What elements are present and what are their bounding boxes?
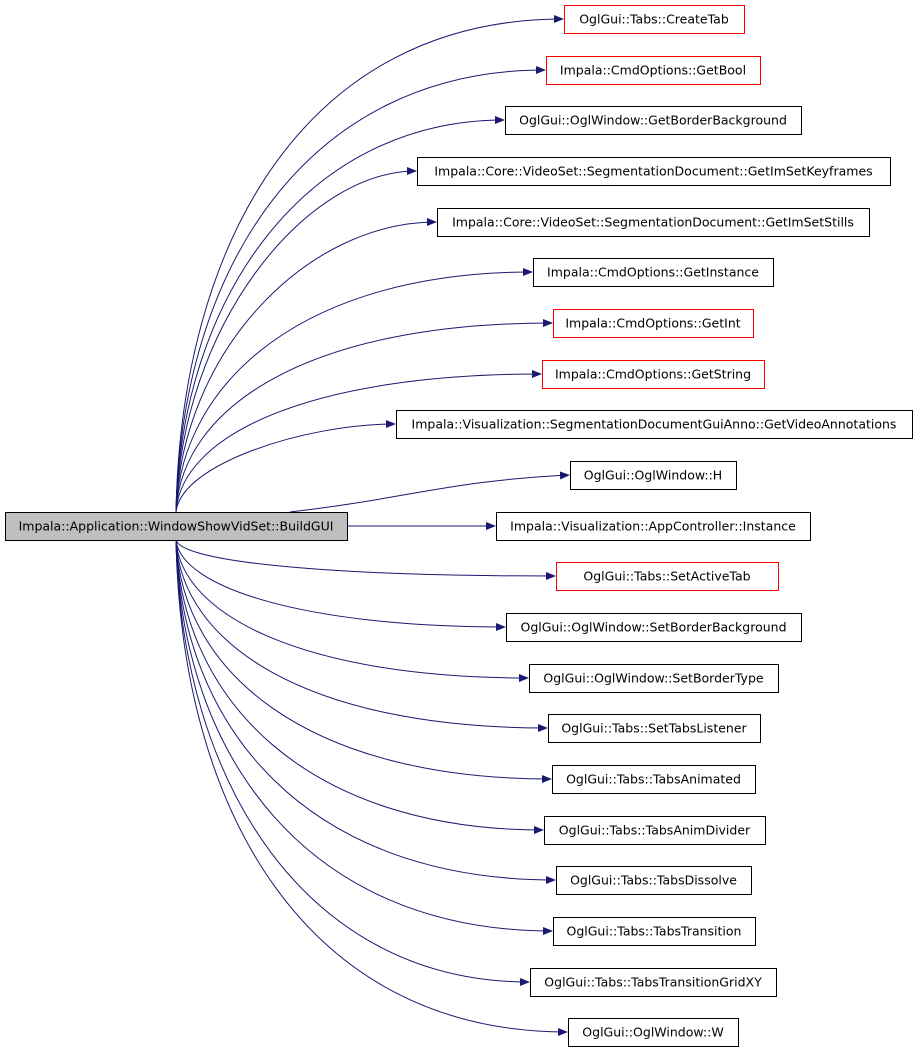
function-node-label: OglGui::Tabs::TabsAnimDivider <box>559 823 751 838</box>
function-node-label: Impala::CmdOptions::GetBool <box>560 63 746 78</box>
edge-arrow <box>175 539 548 732</box>
edge-arrow <box>175 66 546 513</box>
function-node[interactable]: Impala::CmdOptions::GetInstance <box>533 258 774 287</box>
function-node-label: OglGui::OglWindow::SetBorderType <box>543 671 763 686</box>
function-node-label: Impala::CmdOptions::GetInstance <box>547 265 759 280</box>
function-node-box[interactable] <box>553 309 754 338</box>
function-node-box[interactable] <box>396 410 913 439</box>
function-node[interactable]: OglGui::OglWindow::SetBorderBackground <box>506 613 802 642</box>
source-node-box[interactable] <box>5 512 348 541</box>
edge-arrow <box>175 167 417 513</box>
function-node-box[interactable] <box>544 816 766 845</box>
function-node[interactable]: OglGui::OglWindow::H <box>570 461 737 490</box>
function-node[interactable]: Impala::Core::VideoSet::SegmentationDocu… <box>417 157 891 186</box>
function-node-label: OglGui::Tabs::SetActiveTab <box>583 569 750 584</box>
function-node-box[interactable] <box>417 157 891 186</box>
source-node-label: Impala::Application::WindowShowVidSet::B… <box>19 519 334 534</box>
function-node-label: OglGui::OglWindow::H <box>584 468 722 483</box>
edge-arrow <box>175 539 553 935</box>
edge-arrow <box>175 539 556 884</box>
function-node[interactable]: OglGui::Tabs::TabsAnimDivider <box>544 816 766 845</box>
edge-arrow <box>175 539 568 1036</box>
function-node-label: Impala::CmdOptions::GetInt <box>565 316 740 331</box>
function-node-label: OglGui::OglWindow::SetBorderBackground <box>520 620 786 635</box>
node-group: Impala::Application::WindowShowVidSet::B… <box>5 5 913 1047</box>
function-node[interactable]: OglGui::Tabs::SetActiveTab <box>556 562 779 591</box>
function-node-box[interactable] <box>556 866 752 895</box>
function-node-label: Impala::CmdOptions::GetString <box>555 367 751 382</box>
edge-arrow <box>175 218 437 513</box>
function-node-box[interactable] <box>530 968 777 997</box>
function-node-label: OglGui::OglWindow::GetBorderBackground <box>519 113 787 128</box>
function-node[interactable]: OglGui::Tabs::CreateTab <box>564 5 745 34</box>
function-node[interactable]: OglGui::Tabs::TabsTransition <box>553 917 756 946</box>
function-node-box[interactable] <box>437 208 870 237</box>
function-node-label: OglGui::Tabs::TabsTransitionGridXY <box>544 975 762 990</box>
edge-arrow <box>289 471 570 513</box>
edge-group <box>175 15 570 1036</box>
function-node-label: OglGui::OglWindow::W <box>582 1025 723 1040</box>
function-node[interactable]: OglGui::Tabs::SetTabsListener <box>548 714 761 743</box>
function-node-label: Impala::Visualization::SegmentationDocum… <box>412 417 897 432</box>
function-node-box[interactable] <box>505 106 802 135</box>
function-node-box[interactable] <box>529 664 779 693</box>
function-node[interactable]: Impala::CmdOptions::GetBool <box>546 56 761 85</box>
function-node[interactable]: Impala::Core::VideoSet::SegmentationDocu… <box>437 208 870 237</box>
edge-arrow <box>175 539 506 631</box>
function-node-box[interactable] <box>496 512 811 541</box>
source-node[interactable]: Impala::Application::WindowShowVidSet::B… <box>5 512 348 541</box>
function-node-box[interactable] <box>568 1018 739 1047</box>
function-node-label: Impala::Core::VideoSet::SegmentationDocu… <box>452 215 854 230</box>
function-node[interactable]: OglGui::Tabs::TabsDissolve <box>556 866 752 895</box>
function-node-label: OglGui::Tabs::TabsAnimated <box>566 772 741 787</box>
function-node[interactable]: Impala::CmdOptions::GetInt <box>553 309 754 338</box>
function-node[interactable]: OglGui::Tabs::TabsTransitionGridXY <box>530 968 777 997</box>
edge-arrow <box>175 319 553 513</box>
function-node-box[interactable] <box>548 714 761 743</box>
function-node[interactable]: OglGui::OglWindow::SetBorderType <box>529 664 779 693</box>
function-node-label: OglGui::Tabs::SetTabsListener <box>561 721 747 736</box>
edge-arrow <box>175 370 542 513</box>
edge-arrow <box>175 539 552 783</box>
function-node-label: OglGui::Tabs::CreateTab <box>579 12 729 27</box>
function-node-box[interactable] <box>552 765 756 794</box>
function-node-box[interactable] <box>546 56 761 85</box>
edge-arrow <box>175 116 505 513</box>
edge-arrow <box>175 539 544 834</box>
function-node-box[interactable] <box>553 917 756 946</box>
function-node[interactable]: Impala::Visualization::SegmentationDocum… <box>396 410 913 439</box>
function-node-label: OglGui::Tabs::TabsTransition <box>567 924 742 939</box>
edge-arrow <box>175 539 529 682</box>
function-node-box[interactable] <box>564 5 745 34</box>
edge-arrow <box>175 420 396 513</box>
edge-arrow <box>175 539 556 580</box>
function-node[interactable]: Impala::CmdOptions::GetString <box>542 360 765 389</box>
edge-arrow <box>175 539 530 986</box>
edge-arrow <box>175 268 533 513</box>
function-node[interactable]: Impala::Visualization::AppController::In… <box>496 512 811 541</box>
function-node-box[interactable] <box>542 360 765 389</box>
function-node[interactable]: OglGui::OglWindow::GetBorderBackground <box>505 106 802 135</box>
function-node-label: Impala::Core::VideoSet::SegmentationDocu… <box>434 164 872 179</box>
function-node-label: OglGui::Tabs::TabsDissolve <box>570 873 737 888</box>
function-node-label: Impala::Visualization::AppController::In… <box>510 519 796 534</box>
function-node-box[interactable] <box>506 613 802 642</box>
function-node[interactable]: OglGui::OglWindow::W <box>568 1018 739 1047</box>
function-node-box[interactable] <box>556 562 779 591</box>
function-node[interactable]: OglGui::Tabs::TabsAnimated <box>552 765 756 794</box>
function-node-box[interactable] <box>533 258 774 287</box>
function-node-box[interactable] <box>570 461 737 490</box>
edge-arrow <box>175 15 564 513</box>
